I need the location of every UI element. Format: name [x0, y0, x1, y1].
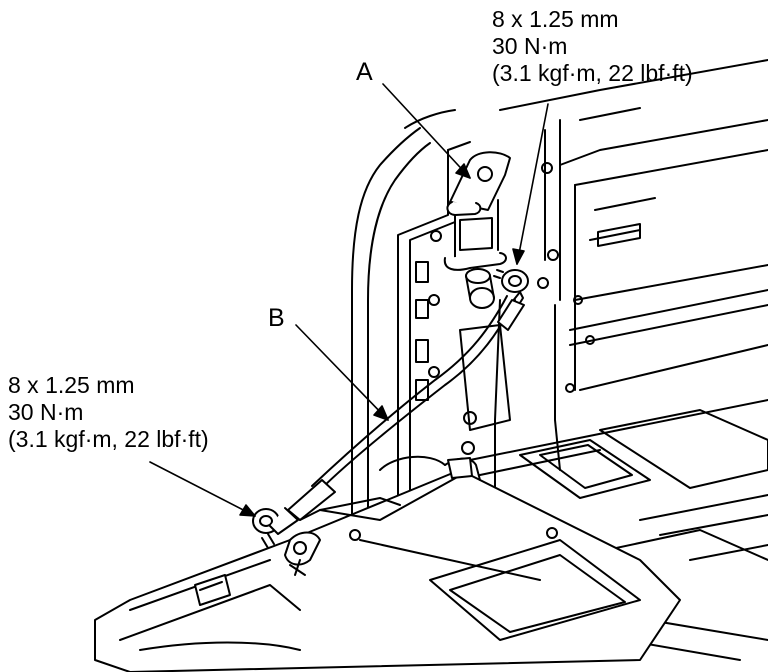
lower-torque-alt: (3.1 kgf·m, 22 lbf·ft)	[8, 426, 209, 452]
bed-side-panel	[351, 59, 768, 661]
leader-lines	[149, 83, 549, 517]
leader-lower-torque	[149, 461, 256, 517]
lower-bolt-size: 8 x 1.25 mm	[8, 372, 135, 398]
leader-b	[295, 324, 389, 421]
lower-cable-anchor	[252, 507, 299, 549]
upper-torque-spec: 8 x 1.25 mm 30 N·m (3.1 kgf·m, 22 lbf·ft…	[492, 6, 693, 87]
upper-torque-alt: (3.1 kgf·m, 22 lbf·ft)	[492, 60, 693, 86]
support-cable-b	[287, 295, 525, 521]
leader-a	[382, 83, 471, 179]
callout-b: B	[268, 304, 285, 332]
upper-cable-anchor	[493, 269, 529, 307]
lower-torque-value: 30 N·m	[8, 399, 84, 425]
upper-bolt-size: 8 x 1.25 mm	[492, 6, 619, 32]
leader-upper-torque	[516, 103, 549, 265]
tailgate	[94, 455, 681, 672]
striker-bracket-a	[443, 151, 511, 309]
lower-torque-spec: 8 x 1.25 mm 30 N·m (3.1 kgf·m, 22 lbf·ft…	[8, 372, 209, 453]
callout-a: A	[356, 58, 373, 86]
upper-torque-value: 30 N·m	[492, 33, 568, 59]
